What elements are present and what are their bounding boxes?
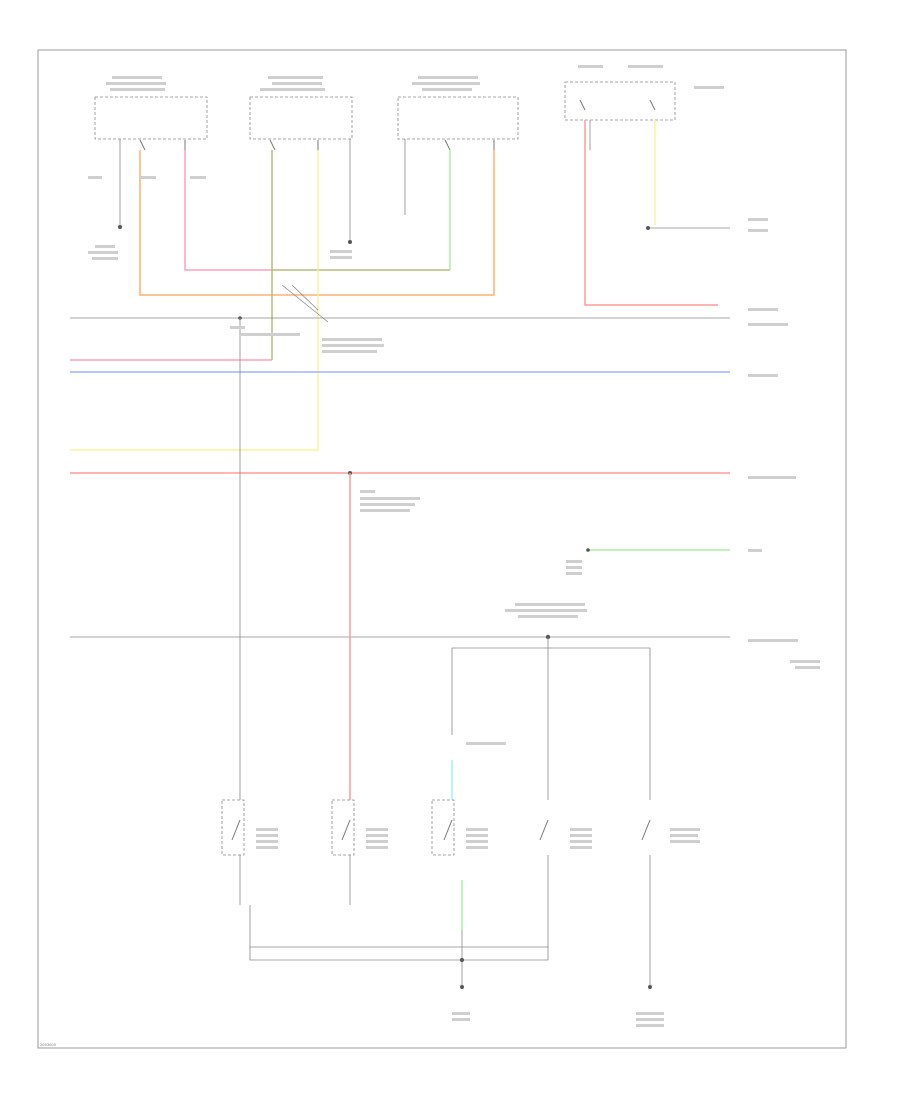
switch-box-ignition	[564, 81, 676, 121]
wire-red-ignition	[584, 120, 718, 306]
drop-gray-3	[451, 647, 548, 735]
bottom-switches	[221, 799, 651, 856]
drop-gray-4	[548, 647, 651, 800]
ground-bus	[249, 905, 549, 961]
diagram-frame	[37, 49, 847, 1049]
top-switch-contacts	[139, 99, 656, 151]
bottom-legs	[239, 855, 651, 985]
switch-box-passenger	[249, 96, 353, 140]
wire-pink-driver	[184, 150, 272, 271]
switch-box-driver	[94, 96, 208, 140]
wire-yellow-passenger	[70, 150, 319, 451]
label-blocks	[88, 65, 820, 1027]
wire-olive	[271, 150, 450, 271]
switch-box-center	[397, 96, 519, 140]
footer-code: 2003005	[40, 1043, 56, 1047]
wire-orange	[139, 150, 495, 296]
top-gray-drops	[119, 120, 591, 240]
